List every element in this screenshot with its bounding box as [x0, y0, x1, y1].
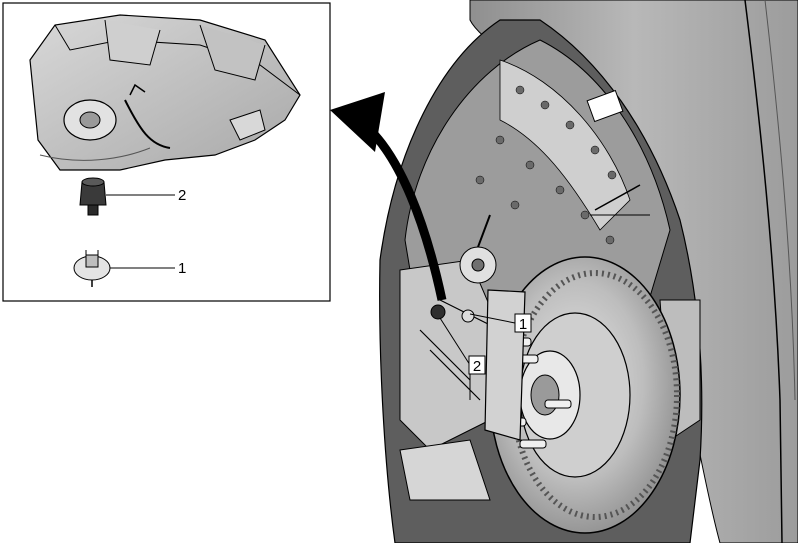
callout-2: 2 [468, 355, 486, 375]
sensor-location [430, 304, 475, 323]
curved-arrow-icon [330, 92, 447, 301]
inset-bracket [29, 14, 301, 171]
callout-1: 1 [514, 313, 532, 333]
callout-2-text: 2 [473, 358, 481, 375]
inset-panel: 2 1 [2, 2, 331, 302]
inset-sensor: 1 [73, 250, 186, 287]
inset-label-2: 2 [178, 187, 186, 204]
callout-1-text: 1 [519, 316, 527, 333]
hub-assembly [399, 214, 701, 501]
inset-grommet: 2 [79, 177, 186, 216]
inset-label-1: 1 [178, 260, 186, 277]
